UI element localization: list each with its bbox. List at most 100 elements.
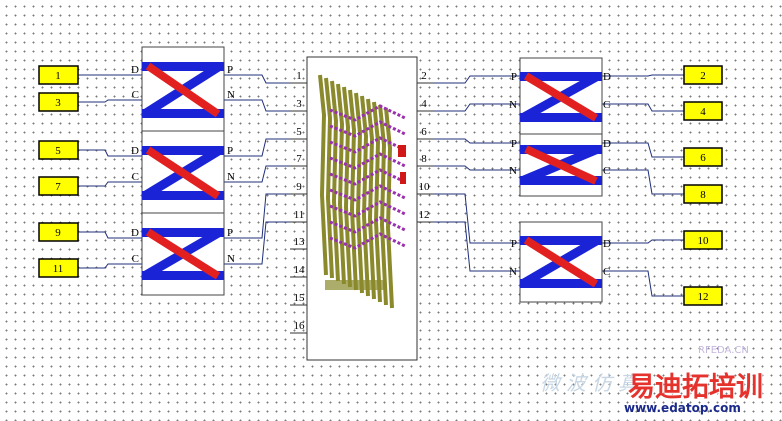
- left-port-box: [38, 140, 79, 160]
- layout-trace-magenta: [329, 152, 406, 170]
- right-port-box: [683, 65, 723, 85]
- block-left-pin-label: 16: [294, 320, 306, 332]
- coupler-top-bar: [142, 62, 224, 71]
- left-coupler-3: [141, 212, 225, 296]
- left-coupler-pin-in1: D: [131, 227, 139, 239]
- layout-trace-magenta: [329, 216, 406, 234]
- wire-left-port: [78, 231, 142, 239]
- coupler-top-bar: [520, 145, 602, 154]
- left-port-box: [38, 92, 79, 112]
- wire-right-port: [602, 74, 684, 77]
- left-port-label: 7: [55, 181, 61, 193]
- wire-right-port: [602, 169, 684, 195]
- right-coupler-pin-out1: D: [603, 138, 611, 150]
- left-coupler-pin-out1: P: [227, 145, 233, 157]
- wire-left-port: [78, 181, 142, 187]
- left-coupler-pin-in2: C: [132, 171, 139, 183]
- wire-right-port: [602, 239, 684, 244]
- left-coupler-1: [141, 46, 225, 134]
- layout-trace-green: [348, 89, 358, 291]
- right-coupler-pin-in1: P: [511, 238, 517, 250]
- right-port-label: 6: [700, 152, 706, 164]
- wire-right-coupler-in: [433, 221, 520, 272]
- wire-right-coupler-in: [433, 75, 520, 84]
- left-port-box: [38, 258, 79, 278]
- wire-left-coupler-out: [224, 138, 290, 157]
- coupler-red-diagonal: [145, 146, 221, 200]
- coupler-top-bar: [520, 72, 602, 81]
- left-port-label: 11: [53, 263, 64, 275]
- wire-right-port: [602, 103, 684, 112]
- wire-right-coupler-in: [433, 193, 520, 244]
- coupler-red-diagonal: [145, 228, 221, 280]
- layout-trace-green: [366, 98, 376, 300]
- left-port-label: 5: [55, 145, 61, 157]
- left-port-box: [38, 65, 79, 85]
- right-coupler-pin-in1: P: [511, 71, 517, 83]
- right-coupler-2: [519, 133, 603, 197]
- right-coupler-pin-in2: N: [509, 99, 517, 111]
- block-left-pin-label: 9: [296, 181, 302, 193]
- right-port-label: 12: [698, 291, 709, 303]
- layout-trace-magenta: [329, 120, 406, 138]
- block-right-pin-label: 6: [421, 126, 427, 138]
- wire-left-port: [78, 99, 142, 103]
- right-coupler-pin-in2: N: [509, 266, 517, 278]
- right-port-box: [683, 147, 723, 167]
- left-coupler-pin-in1: D: [131, 64, 139, 76]
- layout-trace-green: [342, 86, 352, 288]
- left-coupler-pin-out1: P: [227, 227, 233, 239]
- wire-right-coupler-in: [433, 103, 520, 112]
- layout-trace-magenta: [329, 168, 406, 186]
- right-coupler-pin-out2: C: [603, 266, 610, 278]
- left-coupler-pin-out2: N: [227, 171, 235, 183]
- right-coupler-pin-in1: P: [511, 138, 517, 150]
- left-port-box: [38, 222, 79, 242]
- coupler-bottom-bar: [142, 109, 224, 118]
- right-coupler-pin-out2: C: [603, 165, 610, 177]
- coupler-bottom-bar: [142, 191, 224, 200]
- layout-trace-magenta: [329, 104, 406, 122]
- wire-right-coupler-in: [433, 138, 520, 144]
- coupler-bottom-bar: [520, 113, 602, 122]
- block-left-pin-label: 5: [296, 126, 302, 138]
- layout-trace-green: [354, 92, 364, 294]
- left-port-label: 1: [55, 70, 61, 82]
- block-left-pin-label: 14: [294, 264, 306, 276]
- block-right-pin-label: 10: [419, 181, 431, 193]
- left-coupler-2: [141, 130, 225, 216]
- wire-left-coupler-out: [224, 165, 290, 183]
- right-port-label: 4: [700, 106, 706, 118]
- block-right-pin-label: 4: [421, 98, 427, 110]
- right-port-box: [683, 286, 723, 306]
- layout-trace-green: [318, 74, 328, 276]
- left-coupler-pin-in2: C: [132, 253, 139, 265]
- coupler-bottom-bar: [142, 271, 224, 280]
- coupler-red-diagonal: [145, 62, 221, 118]
- coupler-top-bar: [142, 146, 224, 155]
- block-left-pin-label: 13: [294, 236, 306, 248]
- layout-trace-magenta: [329, 232, 406, 250]
- layout-red-pad: [398, 145, 406, 157]
- wire-right-port: [602, 270, 684, 297]
- left-coupler-pin-in1: D: [131, 145, 139, 157]
- left-coupler-pin-out1: P: [227, 64, 233, 76]
- right-port-label: 10: [698, 235, 710, 247]
- left-port-label: 9: [55, 227, 61, 239]
- right-port-label: 8: [700, 189, 706, 201]
- block-left-pin-label: 11: [294, 209, 305, 221]
- block-right-pin-label: 8: [421, 153, 427, 165]
- left-coupler-pin-out2: N: [227, 253, 235, 265]
- right-port-label: 2: [700, 70, 706, 82]
- layout-trace-magenta: [329, 200, 406, 218]
- layout-trace-green: [378, 104, 388, 306]
- coupler-top-bar: [142, 228, 224, 237]
- block-left-pin-label: 3: [296, 98, 302, 110]
- right-coupler-pin-out2: C: [603, 99, 610, 111]
- layout-trace-green: [372, 101, 382, 303]
- right-port-box: [683, 230, 723, 250]
- block-left-pin-label: 1: [296, 70, 302, 82]
- left-port-box: [38, 176, 79, 196]
